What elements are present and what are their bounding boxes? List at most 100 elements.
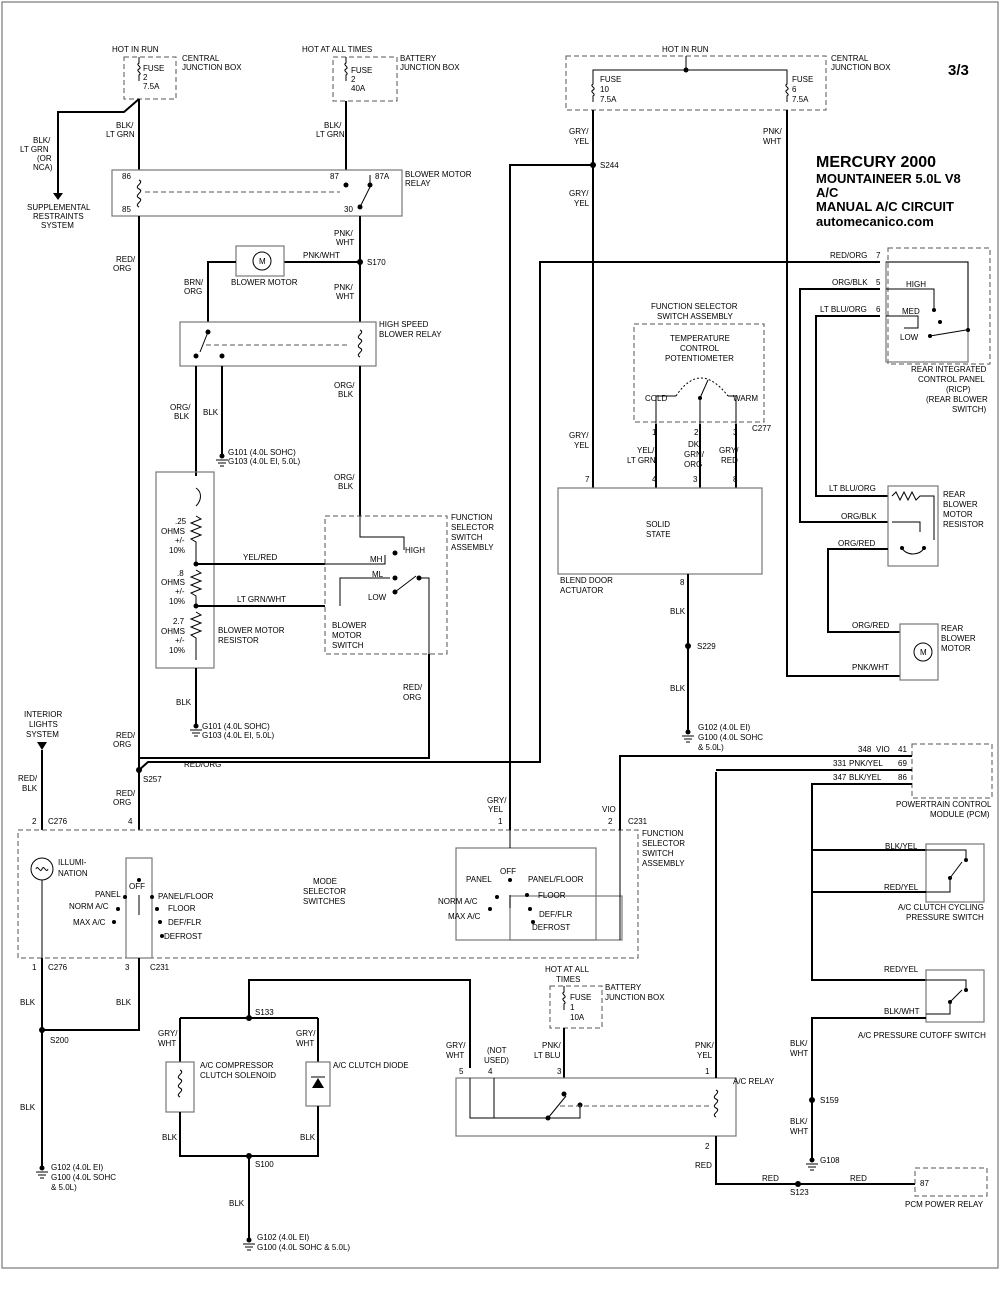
svg-text:+/-: +/- [175, 587, 185, 596]
svg-text:ASSEMBLY: ASSEMBLY [642, 859, 685, 868]
svg-text:347: 347 [833, 773, 847, 782]
svg-text:4: 4 [488, 1067, 493, 1076]
svg-text:MODULE (PCM): MODULE (PCM) [930, 810, 990, 819]
svg-text:3: 3 [693, 475, 698, 484]
svg-text:87A: 87A [375, 172, 390, 181]
svg-text:30: 30 [344, 205, 353, 214]
svg-text:PANEL/FLOOR: PANEL/FLOOR [158, 892, 214, 901]
svg-text:ORG: ORG [184, 287, 202, 296]
svg-text:ACTUATOR: ACTUATOR [560, 586, 603, 595]
svg-text:& 5.0L): & 5.0L) [698, 743, 724, 752]
rear-blower-motor: M ORG/RED PNK/WHT REAR BLOWER MOTOR [852, 621, 976, 681]
svg-text:331: 331 [833, 759, 847, 768]
svg-text:ORG/RED: ORG/RED [852, 621, 890, 630]
blower-motor-switch: MH HIGH ML LOW FUNCTION SELECTOR SWITCH … [324, 513, 494, 655]
svg-text:A/C CLUTCH DIODE: A/C CLUTCH DIODE [333, 1061, 409, 1070]
svg-text:MH: MH [370, 555, 383, 564]
temperature-control-potentiometer: FUNCTION SELECTOR SWITCH ASSEMBLY TEMPER… [633, 302, 772, 437]
svg-text:GRY/: GRY/ [719, 446, 739, 455]
svg-text:POWERTRAIN CONTROL: POWERTRAIN CONTROL [896, 800, 992, 809]
svg-text:40A: 40A [351, 84, 366, 93]
svg-text:S133: S133 [255, 1008, 274, 1017]
svg-text:G100 (4.0L SOHC: G100 (4.0L SOHC [698, 733, 763, 742]
svg-text:RED/ORG: RED/ORG [184, 760, 221, 769]
svg-text:REAR: REAR [941, 624, 963, 633]
svg-text:GRY/: GRY/ [296, 1029, 316, 1038]
svg-text:GRN/: GRN/ [684, 450, 705, 459]
svg-text:BLK: BLK [116, 998, 132, 1007]
svg-text:WHT: WHT [790, 1049, 808, 1058]
svg-text:HIGH: HIGH [906, 280, 926, 289]
page-border [1, 1, 999, 1269]
svg-text:2: 2 [143, 73, 148, 82]
svg-text:2: 2 [694, 428, 699, 437]
svg-text:HOT IN RUN: HOT IN RUN [662, 45, 709, 54]
svg-text:87: 87 [330, 172, 339, 181]
svg-text:LT BLU/ORG: LT BLU/ORG [829, 484, 876, 493]
svg-text:PANEL: PANEL [466, 875, 492, 884]
svg-text:ORG: ORG [113, 264, 131, 273]
svg-text:41: 41 [898, 745, 907, 754]
svg-text:BLK: BLK [20, 1103, 36, 1112]
svg-text:HOT AT ALL: HOT AT ALL [545, 965, 590, 974]
svg-text:PNK/: PNK/ [334, 283, 353, 292]
svg-text:GRY/: GRY/ [569, 189, 589, 198]
svg-text:JUNCTION BOX: JUNCTION BOX [831, 63, 891, 72]
svg-text:OHMS: OHMS [161, 578, 185, 587]
svg-text:ML: ML [372, 570, 384, 579]
svg-text:5: 5 [459, 1067, 464, 1076]
svg-text:USED): USED) [484, 1056, 509, 1065]
svg-text:VIO: VIO [876, 745, 890, 754]
svg-text:BLK: BLK [162, 1133, 178, 1142]
svg-text:MAX A/C: MAX A/C [448, 912, 481, 921]
powertrain-control-module: 348 VIO 41 331 PNK/YEL 69 347 BLK/YEL 86… [833, 743, 993, 819]
svg-text:JUNCTION BOX: JUNCTION BOX [400, 63, 460, 72]
rear-blower-motor-resistor: LT BLU/ORG ORG/BLK ORG/RED REAR BLOWER M… [829, 484, 984, 567]
title-block: MERCURY 2000 MOUNTAINEER 5.0L V8 A/C MAN… [816, 154, 961, 229]
svg-text:RED: RED [721, 456, 738, 465]
svg-text:DEF/FLR: DEF/FLR [539, 910, 573, 919]
svg-text:G102 (4.0L EI): G102 (4.0L EI) [698, 723, 751, 732]
svg-text:SOLID: SOLID [646, 520, 670, 529]
svg-text:GRY/: GRY/ [569, 431, 589, 440]
svg-text:RELAY: RELAY [405, 179, 431, 188]
svg-text:POTENTIOMETER: POTENTIOMETER [665, 354, 734, 363]
svg-text:TIMES: TIMES [556, 975, 580, 984]
svg-text:+/-: +/- [175, 536, 185, 545]
svg-text:MOTOR: MOTOR [332, 631, 362, 640]
svg-text:LT BLU/ORG: LT BLU/ORG [820, 305, 867, 314]
blower-motor: M BLOWER MOTOR [231, 245, 298, 287]
svg-text:BLK/: BLK/ [33, 136, 51, 145]
page-number: 3/3 [948, 62, 969, 79]
svg-text:G108: G108 [820, 1156, 840, 1165]
svg-text:A/C RELAY: A/C RELAY [733, 1077, 775, 1086]
svg-text:C231: C231 [150, 963, 170, 972]
svg-text:BRN/: BRN/ [184, 278, 204, 287]
svg-text:S100: S100 [255, 1160, 274, 1169]
fuse-2-central-junction-box: HOT IN RUN FUSE 2 7.5A CENTRAL JUNCTION … [112, 45, 242, 100]
svg-text:VIO: VIO [602, 805, 616, 814]
svg-text:YEL/: YEL/ [637, 446, 655, 455]
svg-text:OHMS: OHMS [161, 627, 185, 636]
svg-text:2: 2 [32, 817, 37, 826]
svg-text:87: 87 [920, 1179, 929, 1188]
svg-text:FUNCTION SELECTOR: FUNCTION SELECTOR [651, 302, 738, 311]
svg-text:1: 1 [570, 1003, 575, 1012]
svg-text:3: 3 [125, 963, 130, 972]
svg-text:86: 86 [122, 172, 131, 181]
svg-text:.8: .8 [177, 569, 184, 578]
svg-text:348: 348 [858, 745, 872, 754]
svg-text:BLK: BLK [20, 998, 36, 1007]
svg-text:GRY/: GRY/ [487, 796, 507, 805]
svg-text:2: 2 [608, 817, 613, 826]
svg-text:NATION: NATION [58, 869, 88, 878]
svg-text:SWITCH): SWITCH) [952, 405, 987, 414]
svg-text:BLOWER MOTOR: BLOWER MOTOR [231, 278, 298, 287]
svg-text:LIGHTS: LIGHTS [29, 720, 58, 729]
title-make: MERCURY 2000 [816, 154, 936, 171]
fuse-10-6-central-junction-box: HOT IN RUN FUSE 10 7.5A FUSE 6 7.5A CENT… [565, 45, 891, 111]
svg-text:YEL/RED: YEL/RED [243, 553, 277, 562]
svg-text:FUNCTION: FUNCTION [642, 829, 684, 838]
svg-text:BLOWER MOTOR: BLOWER MOTOR [405, 170, 472, 179]
svg-text:4: 4 [128, 817, 133, 826]
